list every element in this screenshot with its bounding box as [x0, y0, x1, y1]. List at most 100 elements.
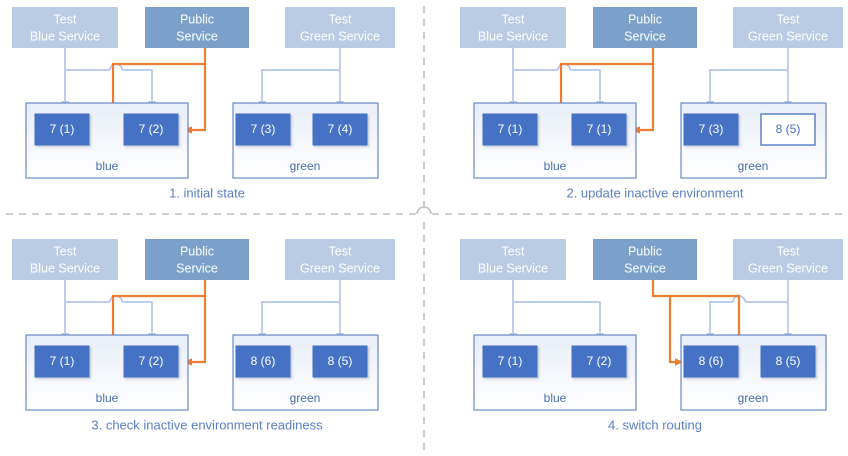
connector-test-green-to-inst3 [258, 69, 340, 110]
panel-4-connectors [509, 280, 792, 366]
service-test-green[interactable]: Test Green Service [285, 239, 395, 280]
instance-blue-2-box[interactable] [571, 113, 627, 146]
service-test-green-line1: Test [777, 12, 800, 26]
instance-green-1[interactable]: 7 (3) [235, 113, 291, 146]
panel-3-caption: 3. check inactive environment readiness [91, 417, 323, 432]
instance-blue-2[interactable]: 7 (2) [123, 113, 179, 146]
instance-green-1[interactable]: 8 (6) [235, 345, 291, 378]
instance-blue-1-box[interactable] [34, 345, 90, 378]
service-test-blue[interactable]: Test Blue Service [12, 239, 118, 280]
service-public-line1: Public [180, 12, 214, 26]
instance-green-1-box[interactable] [235, 345, 291, 378]
instance-green-1[interactable]: 7 (3) [683, 113, 739, 146]
service-test-blue-box[interactable] [12, 7, 118, 48]
instance-green-2-box[interactable] [760, 345, 816, 378]
instance-green-1-box[interactable] [683, 345, 739, 378]
service-test-green-box[interactable] [733, 239, 843, 280]
service-test-blue-box[interactable] [460, 239, 566, 280]
instance-blue-2-box[interactable] [123, 113, 179, 146]
instance-green-2-box[interactable] [760, 113, 816, 146]
service-public[interactable]: Public Service [145, 7, 249, 48]
instance-green-2[interactable]: 8 (5) [312, 345, 368, 378]
instance-green-1-box[interactable] [235, 113, 291, 146]
service-test-green[interactable]: Test Green Service [733, 239, 843, 280]
panel-2-caption: 2. update inactive environment [566, 185, 743, 200]
service-test-blue-line2: Blue Service [478, 29, 548, 43]
instance-blue-2-box[interactable] [571, 345, 627, 378]
instance-blue-1[interactable]: 7 (1) [482, 113, 538, 146]
panel-dividers [6, 6, 842, 450]
instance-green-2[interactable]: 8 (5) [760, 113, 816, 146]
panel-2: blue green Test Blue Service Public Serv… [460, 7, 843, 200]
connector-public-to-blue-inst2 [183, 296, 207, 366]
instance-green-2-label: 8 (5) [776, 354, 801, 368]
instance-green-1-label: 8 (6) [251, 354, 276, 368]
instance-green-2[interactable]: 7 (4) [312, 113, 368, 146]
service-public-box[interactable] [593, 239, 697, 280]
service-public[interactable]: Public Service [593, 7, 697, 48]
env-green-label: green [738, 159, 769, 173]
service-test-green-box[interactable] [285, 7, 395, 48]
service-test-blue-line2: Blue Service [478, 261, 548, 275]
instance-green-1-box[interactable] [683, 113, 739, 146]
service-public-line2: Service [624, 261, 666, 275]
service-test-blue[interactable]: Test Blue Service [12, 7, 118, 48]
instance-blue-1[interactable]: 7 (1) [34, 345, 90, 378]
env-blue-label: blue [96, 391, 119, 405]
service-public[interactable]: Public Service [593, 239, 697, 280]
instance-green-2-label: 8 (5) [328, 354, 353, 368]
service-test-blue-line2: Blue Service [30, 261, 100, 275]
instance-blue-2[interactable]: 7 (1) [571, 113, 627, 146]
service-test-blue[interactable]: Test Blue Service [460, 7, 566, 48]
service-public[interactable]: Public Service [145, 239, 249, 280]
service-test-green-line2: Green Service [300, 261, 380, 275]
service-public-box[interactable] [145, 239, 249, 280]
service-test-green[interactable]: Test Green Service [733, 7, 843, 48]
instance-blue-1-box[interactable] [482, 113, 538, 146]
instance-green-2[interactable]: 8 (5) [760, 345, 816, 378]
connector-test-blue-to-inst2 [122, 301, 156, 342]
service-public-box[interactable] [145, 7, 249, 48]
service-test-blue[interactable]: Test Blue Service [460, 239, 566, 280]
instance-blue-1[interactable]: 7 (1) [482, 345, 538, 378]
instance-blue-1-box[interactable] [482, 345, 538, 378]
instance-blue-2[interactable]: 7 (2) [123, 345, 179, 378]
env-blue-label: blue [544, 159, 567, 173]
connector-public-to-blue-inst2 [631, 64, 655, 134]
service-public-line1: Public [628, 12, 662, 26]
instance-blue-2-box[interactable] [123, 345, 179, 378]
instance-blue-1[interactable]: 7 (1) [34, 113, 90, 146]
panel-4: blue green Test Blue Service Public Serv… [460, 239, 843, 432]
instance-green-2-box[interactable] [312, 113, 368, 146]
service-test-green[interactable]: Test Green Service [285, 7, 395, 48]
service-public-box[interactable] [593, 7, 697, 48]
service-test-green-box[interactable] [733, 7, 843, 48]
service-test-blue-line2: Blue Service [30, 29, 100, 43]
service-test-green-line2: Green Service [748, 261, 828, 275]
service-test-blue-line1: Test [54, 244, 77, 258]
service-test-green-box[interactable] [285, 239, 395, 280]
instance-blue-1-box[interactable] [34, 113, 90, 146]
panel-3: blue green Test Blue Service Public Serv… [12, 239, 395, 432]
instance-blue-1-label: 7 (1) [498, 122, 523, 136]
instance-blue-1-label: 7 (1) [50, 122, 75, 136]
service-test-blue-box[interactable] [12, 239, 118, 280]
connector-public-to-green-inst1 [651, 280, 684, 366]
service-test-blue-box[interactable] [460, 7, 566, 48]
instance-blue-2[interactable]: 7 (2) [571, 345, 627, 378]
divider-hop-arc [416, 206, 432, 215]
env-green-label: green [738, 391, 769, 405]
service-test-green-line1: Test [777, 244, 800, 258]
service-public-line1: Public [180, 244, 214, 258]
instance-green-1[interactable]: 8 (6) [683, 345, 739, 378]
instance-green-1-label: 8 (6) [699, 354, 724, 368]
instance-blue-1-label: 7 (1) [498, 354, 523, 368]
service-test-green-line2: Green Service [748, 29, 828, 43]
connector-test-green-to-inst3 [258, 301, 340, 342]
connector-test-green-to-inst3 [706, 69, 788, 110]
connector-test-blue-to-inst2 [513, 301, 604, 342]
service-test-green-line2: Green Service [300, 29, 380, 43]
instance-green-2-box[interactable] [312, 345, 368, 378]
